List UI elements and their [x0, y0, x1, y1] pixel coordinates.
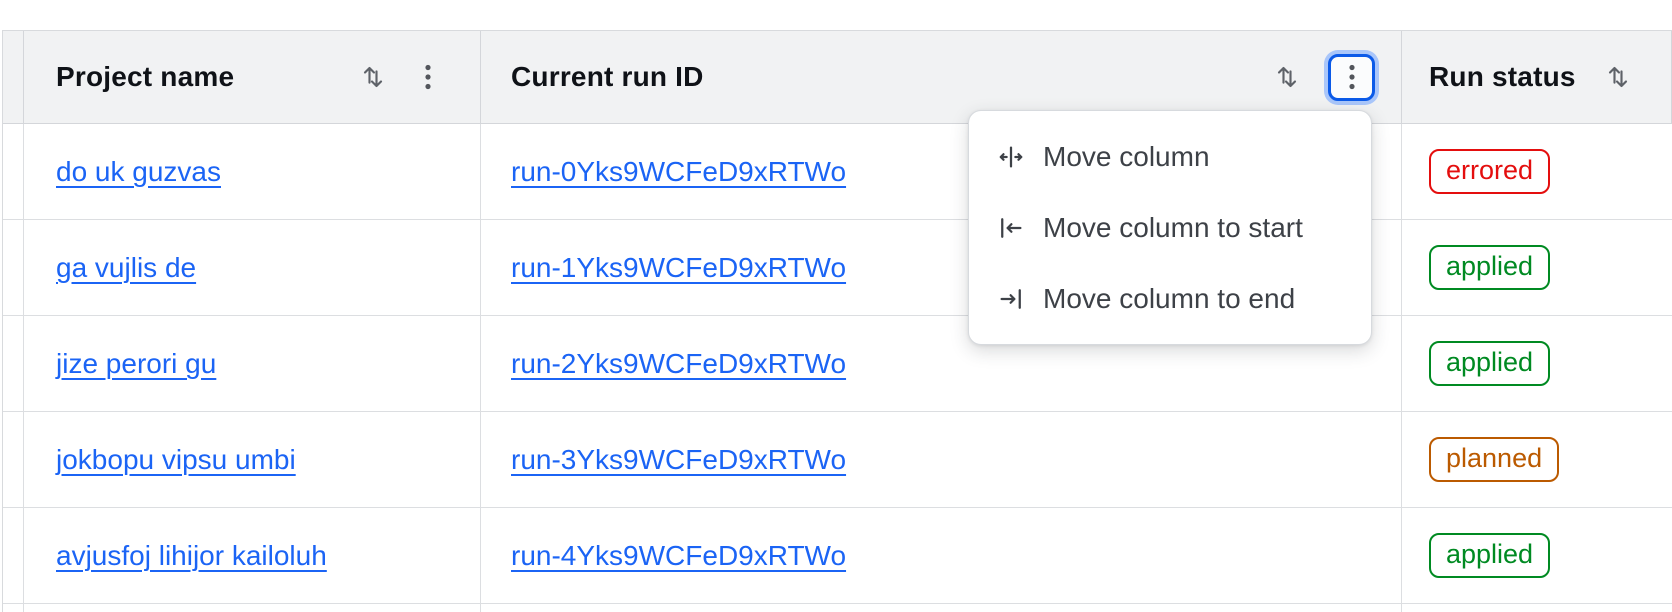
move-column-to-end-icon — [1000, 288, 1021, 309]
menu-item-move-column[interactable]: Move column — [969, 121, 1371, 192]
menu-item-label: Move column to end — [1043, 282, 1296, 314]
menu-item-move-column-to-start[interactable]: Move column to start — [969, 192, 1371, 263]
table-header-row: Project name Current run ID — [3, 31, 1672, 124]
run-id-cell: run-3Yks9WCFeD9xRTWo — [481, 412, 1402, 507]
move-column-to-start-icon — [1001, 217, 1022, 238]
column-label: Project name — [56, 61, 235, 92]
sort-icon[interactable] — [1272, 62, 1302, 92]
table-row: jize perori gu run-2Yks9WCFeD9xRTWo appl… — [3, 316, 1672, 412]
table-row: ga vujlis de run-1Yks9WCFeD9xRTWo applie… — [3, 220, 1672, 316]
sort-icon[interactable] — [1603, 62, 1633, 92]
column-menu-kebab-icon[interactable] — [424, 63, 432, 91]
run-id-cell: run-1Yks9WCFeD9xRTWo — [481, 220, 1402, 315]
run-id-link[interactable]: run-2Yks9WCFeD9xRTWo — [511, 347, 847, 379]
table-body: do uk guzvas run-0Yks9WCFeD9xRTWo errore… — [3, 124, 1672, 612]
run-id-link[interactable]: run-3Yks9WCFeD9xRTWo — [511, 443, 847, 475]
run-id-cell: run-0Yks9WCFeD9xRTWo — [481, 124, 1402, 219]
menu-item-label: Move column — [1043, 140, 1210, 172]
column-menu-kebab-icon — [1348, 64, 1355, 90]
spacer-cell — [3, 316, 24, 411]
run-status-cell: errored — [1402, 124, 1672, 219]
spacer-cell — [3, 220, 24, 315]
sort-icon[interactable] — [358, 62, 388, 92]
spacer-cell — [3, 508, 24, 603]
project-name-cell: jokbopu vipsu umbi — [24, 412, 481, 507]
run-status-badge: errored — [1429, 149, 1551, 194]
column-header-project-name: Project name — [24, 31, 481, 123]
run-status-cell: applied — [1402, 316, 1672, 411]
project-name-link[interactable]: avjusfoj lihijor kailoluh — [56, 539, 327, 571]
menu-item-label: Move column to start — [1043, 211, 1303, 243]
run-status-badge: applied — [1429, 341, 1551, 386]
run-id-link[interactable]: run-4Yks9WCFeD9xRTWo — [511, 539, 847, 571]
run-id-cell: run-4Yks9WCFeD9xRTWo — [481, 508, 1402, 603]
table-row-partial — [3, 604, 1672, 612]
project-name-cell — [24, 604, 481, 612]
column-context-menu: Move column Move column to start Move co… — [968, 110, 1372, 345]
menu-item-move-column-to-end[interactable]: Move column to end — [969, 263, 1371, 334]
run-status-badge: applied — [1429, 245, 1551, 290]
projects-table: Project name Current run ID — [2, 30, 1672, 612]
spacer-column-header — [3, 31, 24, 123]
move-column-icon — [999, 146, 1023, 167]
run-status-cell: planned — [1402, 412, 1672, 507]
project-name-cell: jize perori gu — [24, 316, 481, 411]
table-row: avjusfoj lihijor kailoluh run-4Yks9WCFeD… — [3, 508, 1672, 604]
column-header-current-run-id: Current run ID — [481, 31, 1402, 123]
spacer-cell — [3, 412, 24, 507]
column-label: Run status — [1429, 61, 1576, 92]
project-name-link[interactable]: ga vujlis de — [56, 251, 197, 283]
project-name-cell: ga vujlis de — [24, 220, 481, 315]
spacer-cell — [3, 124, 24, 219]
column-menu-button-focused[interactable] — [1328, 53, 1375, 101]
project-name-cell: avjusfoj lihijor kailoluh — [24, 508, 481, 603]
project-name-cell: do uk guzvas — [24, 124, 481, 219]
project-name-link[interactable]: do uk guzvas — [56, 155, 221, 187]
run-status-cell: applied — [1402, 508, 1672, 603]
run-id-cell — [481, 604, 1402, 612]
spacer-cell — [3, 604, 24, 612]
run-status-badge: applied — [1429, 533, 1551, 578]
run-status-badge: planned — [1429, 437, 1560, 482]
run-id-link[interactable]: run-0Yks9WCFeD9xRTWo — [511, 155, 847, 187]
project-name-link[interactable]: jokbopu vipsu umbi — [56, 443, 296, 475]
run-id-cell: run-2Yks9WCFeD9xRTWo — [481, 316, 1402, 411]
run-id-link[interactable]: run-1Yks9WCFeD9xRTWo — [511, 251, 847, 283]
run-status-cell — [1402, 604, 1672, 612]
table-row: do uk guzvas run-0Yks9WCFeD9xRTWo errore… — [3, 124, 1672, 220]
run-status-cell: applied — [1402, 220, 1672, 315]
table-row: jokbopu vipsu umbi run-3Yks9WCFeD9xRTWo … — [3, 412, 1672, 508]
column-label: Current run ID — [511, 61, 704, 92]
column-header-run-status: Run status — [1402, 31, 1672, 123]
project-name-link[interactable]: jize perori gu — [56, 347, 217, 379]
